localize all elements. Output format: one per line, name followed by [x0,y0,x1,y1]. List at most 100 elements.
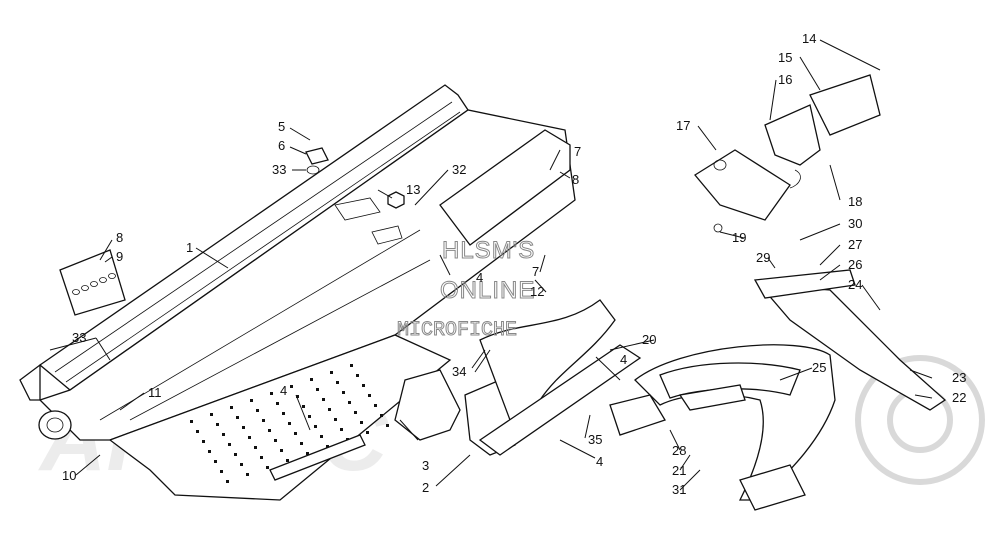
callout-2: 2 [422,480,429,495]
perforation-hole [316,388,319,391]
callout-1: 1 [186,240,193,255]
front-bracket-part [59,249,126,316]
callout-10: 10 [62,468,76,483]
perforation-hole [286,459,289,462]
bracket-hole [81,285,89,291]
perforation-hole [374,404,377,407]
perforation-hole [256,409,259,412]
perforation-hole [268,429,271,432]
bracket-hole [99,277,107,283]
perforation-hole [222,433,225,436]
perforation-hole [250,399,253,402]
perforation-hole [230,406,233,409]
callout-3: 3 [422,458,429,473]
callout-28: 28 [672,443,686,458]
perforation-hole [294,432,297,435]
washer-part [306,165,320,175]
callout-25: 25 [812,360,826,375]
callout-4: 4 [596,454,603,469]
perforation-hole [368,394,371,397]
callout-33: 33 [72,330,86,345]
side-bracket-part [394,369,461,441]
perforation-hole [314,425,317,428]
perforation-hole [330,371,333,374]
perforation-hole [216,423,219,426]
callout-4: 4 [620,352,627,367]
bracket-hole [72,289,80,295]
callout-27: 27 [848,237,862,252]
bracket-hole [90,281,98,287]
bracket-holes [72,273,116,295]
callout-4: 4 [280,383,287,398]
perforation-hole [266,466,269,469]
perforation-hole [270,392,273,395]
callout-30: 30 [848,216,862,231]
perforation-hole [350,364,353,367]
perforation-hole [236,416,239,419]
callout-32: 32 [452,162,466,177]
watermark-line-3: MICROFICHE [397,319,517,342]
callout-9: 9 [116,249,123,264]
perforation-hole [234,453,237,456]
callout-35: 35 [588,432,602,447]
callout-19: 19 [732,230,746,245]
callout-8: 8 [572,172,579,187]
perforation-hole [342,391,345,394]
perforation-hole [254,446,257,449]
perforation-hole [322,398,325,401]
perforation-hole [220,470,223,473]
callout-15: 15 [778,50,792,65]
perforation-hole [262,419,265,422]
perforation-hole [326,445,329,448]
bracket-rail-part [478,344,642,456]
perforation-hole [354,411,357,414]
callout-11: 11 [148,385,162,400]
callout-20: 20 [642,332,656,347]
callout-12: 12 [530,284,544,299]
plate-part [305,147,329,165]
perforation-hole [214,460,217,463]
perforation-hole [290,385,293,388]
perforation-hole [296,395,299,398]
perforation-hole [260,456,263,459]
perforation-hole [348,401,351,404]
perforation-hole [302,405,305,408]
callout-31: 31 [672,482,686,497]
perforation-hole [280,449,283,452]
leader-lines [49,39,933,491]
perforation-hole [308,415,311,418]
callout-17: 17 [676,118,690,133]
perforation-hole [334,418,337,421]
perforation-hole [274,439,277,442]
tunnel-assembly [19,84,576,501]
callout-14: 14 [802,31,816,46]
rear-flap-part [479,299,616,421]
perforation-hole [362,384,365,387]
perforation-hole [240,463,243,466]
perforation-hole [202,440,205,443]
watermark-line-1: HLSM'S [442,237,535,264]
perforation-hole [226,480,229,483]
perforation-hole [360,421,363,424]
perforation-hole [320,435,323,438]
perforation-hole [380,414,383,417]
callout-labels: 1 2 3 4 4 4 4 5 6 7 7 8 8 9 10 11 12 13 … [62,31,966,497]
callout-6: 6 [278,138,285,153]
perforation-hole [248,436,251,439]
perforation-hole [386,424,389,427]
watermark-line-2: ONLINE [440,277,535,304]
perforation-hole [208,450,211,453]
perforation-hole [366,431,369,434]
snow-flap-part [758,284,947,411]
nut-part [387,191,405,209]
perforation-hole [228,443,231,446]
perforation-hole [306,452,309,455]
callout-18: 18 [848,194,862,209]
callout-21: 21 [672,463,686,478]
callout-34: 34 [452,364,466,379]
callout-8: 8 [116,230,123,245]
perforation-hole [282,412,285,415]
perforation-hole [310,378,313,381]
callout-16: 16 [778,72,792,87]
